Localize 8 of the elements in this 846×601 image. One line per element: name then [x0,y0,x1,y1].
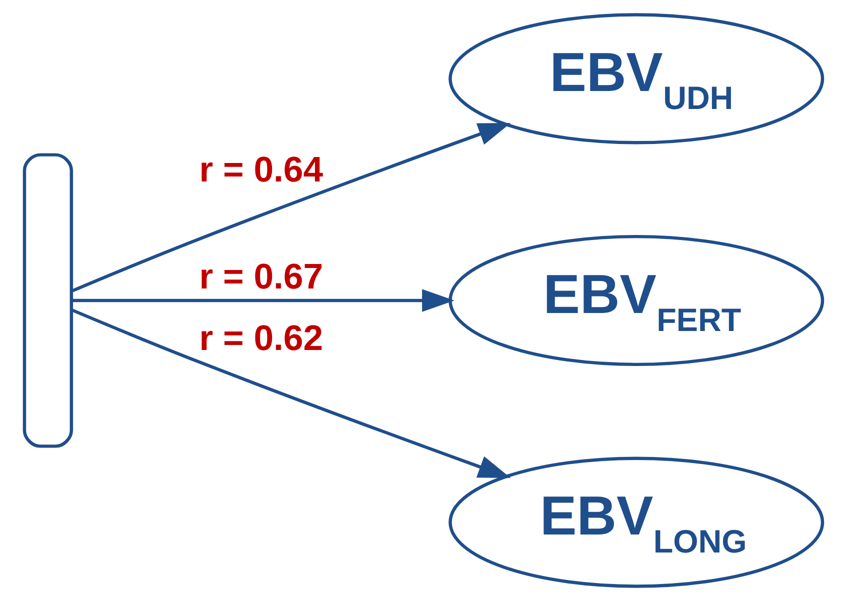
arrow [70,308,510,478]
arrow [70,122,510,293]
edge-label: r = 0.67 [198,256,323,297]
edge-label: r = 0.64 [198,150,323,190]
node-box [22,153,73,448]
edge-label: r = 0.62 [198,318,323,358]
node-ellipse: EBV$_{FERT}$ [448,234,824,366]
arrow [71,289,454,312]
